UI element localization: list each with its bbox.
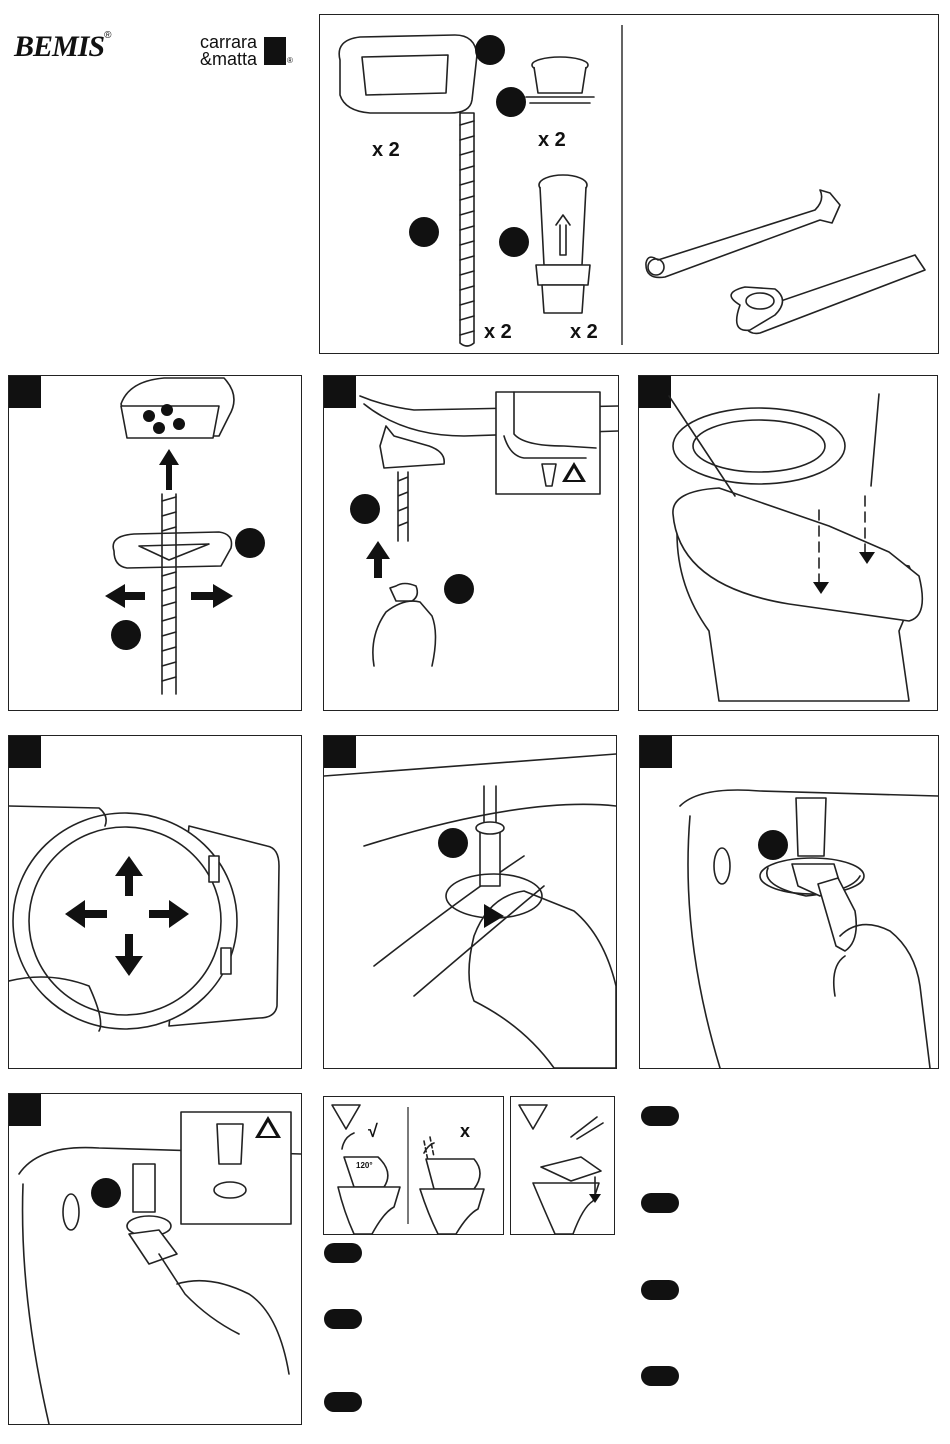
- step-2-callout-sleeve: [444, 574, 474, 604]
- note-bullet: [641, 1280, 679, 1300]
- step-2-panel: [323, 375, 619, 711]
- step-7-callout-bolt: [91, 1178, 121, 1208]
- qty-rod: x 2: [484, 321, 512, 344]
- carrara-matta-logo: carrara &matta: [200, 34, 257, 68]
- arrow-down-shaft: [125, 934, 133, 958]
- care-open-panel: 120° √ x: [323, 1096, 504, 1235]
- note-bullet: [641, 1366, 679, 1386]
- warning-icon-inner: [567, 468, 581, 480]
- arrow-up-shaft: [374, 558, 382, 578]
- step-4-panel: [8, 735, 302, 1069]
- step-6-panel: [639, 735, 939, 1069]
- care-close-illustration: [511, 1097, 614, 1234]
- arrow-left-shaft: [123, 592, 145, 600]
- arrow-up-icon: [159, 449, 179, 465]
- note-bullet: [324, 1392, 362, 1412]
- arrow-left-shaft: [83, 910, 107, 918]
- warning-icon-inner: [260, 1122, 276, 1136]
- parts-illustration: [320, 15, 938, 353]
- part-callout-plate: [475, 35, 505, 65]
- check-icon: √: [368, 1121, 378, 1142]
- step-5-illustration: [324, 736, 616, 1068]
- rotate-icon: [484, 904, 504, 928]
- arrow-up-icon: [115, 856, 143, 876]
- note-bullet: [641, 1106, 679, 1126]
- step-4-illustration: [9, 736, 301, 1068]
- arrow-down-icon: [589, 1194, 601, 1203]
- arrow-up-shaft: [166, 464, 172, 490]
- qty-plate: x 2: [372, 139, 400, 162]
- arrow-up-icon: [366, 541, 390, 559]
- part-callout-rod: [409, 217, 439, 247]
- arrow-right-icon: [213, 584, 233, 608]
- step-5-panel: [323, 735, 617, 1069]
- note-bullet: [324, 1309, 362, 1329]
- arrow-up-shaft: [125, 874, 133, 896]
- part-callout-sleeve: [496, 87, 526, 117]
- bemis-logo: BEMIS®: [14, 30, 111, 64]
- carrara-logo-mark: ®: [287, 56, 293, 65]
- carrara-logo-emblem: [264, 37, 286, 65]
- step-2-callout-rod: [350, 494, 380, 524]
- note-bullet: [324, 1243, 362, 1263]
- care-open-illustration: [324, 1097, 503, 1234]
- cross-icon: x: [460, 1121, 470, 1142]
- step-7-panel: [8, 1093, 302, 1425]
- open-angle-label: 120°: [356, 1161, 373, 1170]
- step-1-callout-plate: [235, 528, 265, 558]
- arrow-right-shaft: [191, 592, 213, 600]
- arrow-right-icon: [169, 900, 189, 928]
- arrow-down-icon: [859, 552, 875, 564]
- step-3-panel: [638, 375, 938, 711]
- parts-panel: x 2 x 2 x 2 x 2: [319, 14, 939, 354]
- step-6-illustration: [640, 736, 938, 1068]
- part-callout-bolt: [499, 227, 529, 257]
- care-close-panel: [510, 1096, 615, 1235]
- arrow-down-icon: [115, 956, 143, 976]
- arrow-left-icon: [105, 584, 125, 608]
- arrow-right-shaft: [149, 910, 171, 918]
- note-bullet: [641, 1193, 679, 1213]
- step-3-illustration: [639, 376, 937, 710]
- arrow-down-icon: [813, 582, 829, 594]
- arrow-left-icon: [65, 900, 85, 928]
- step-1-panel: [8, 375, 302, 711]
- carrara-logo-line2: &matta: [200, 51, 257, 68]
- qty-bolt: x 2: [570, 321, 598, 344]
- step-6-callout-bolt: [758, 830, 788, 860]
- step-1-callout-rod: [111, 620, 141, 650]
- step-7-illustration: [9, 1094, 301, 1424]
- step-5-callout-bolt: [438, 828, 468, 858]
- qty-sleeve: x 2: [538, 129, 566, 152]
